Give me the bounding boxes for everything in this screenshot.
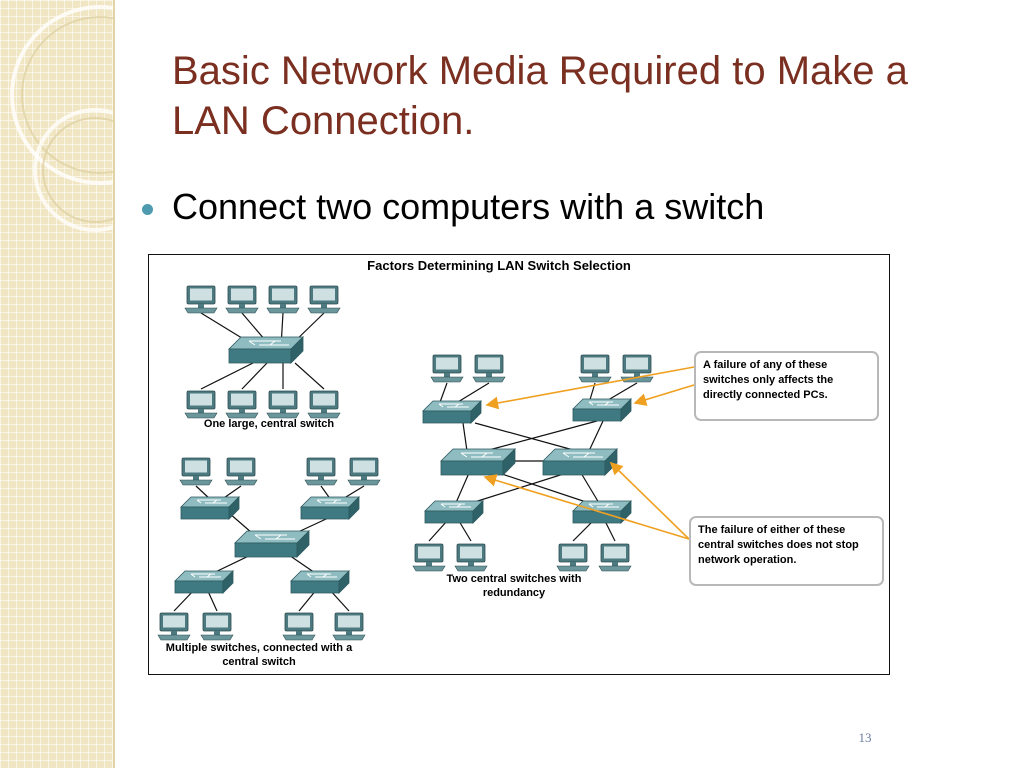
label-multiple-switches: Multiple switches, connected with a cent… [165, 642, 353, 668]
bullet-icon [142, 204, 153, 215]
label-two-central-switches: Two central switches with redundancy [446, 573, 582, 599]
slide-title: Basic Network Media Required to Make a L… [172, 49, 908, 143]
callout-edge-switch-failure: A failure of any of these switches only … [694, 351, 879, 421]
label-one-central-switch: One large, central switch [203, 418, 335, 430]
topology-multiple-switches [157, 457, 381, 641]
page-number: 13 [858, 730, 872, 745]
callout-arrows [483, 366, 695, 540]
topology-one-central-switch [184, 285, 341, 419]
topology-two-central-switches [412, 354, 654, 572]
arrow-to-central-switch-left [483, 474, 690, 540]
arrow-to-central-switch-right [609, 461, 690, 540]
arrow-to-edge-switch-left [485, 366, 695, 410]
bullet-text: Connect two computers with a switch [172, 186, 765, 227]
callout-central-switch-failure: The failure of either of these central s… [689, 516, 884, 586]
lan-switch-figure: Factors Determining LAN Switch Selection… [148, 254, 890, 675]
sidebar-circles-decoration [10, 5, 113, 232]
network-topology-diagram [157, 285, 695, 641]
figure-title: Factors Determining LAN Switch Selection [367, 258, 631, 273]
decorative-sidebar [0, 0, 115, 768]
arrow-to-edge-switch-right [633, 384, 695, 406]
